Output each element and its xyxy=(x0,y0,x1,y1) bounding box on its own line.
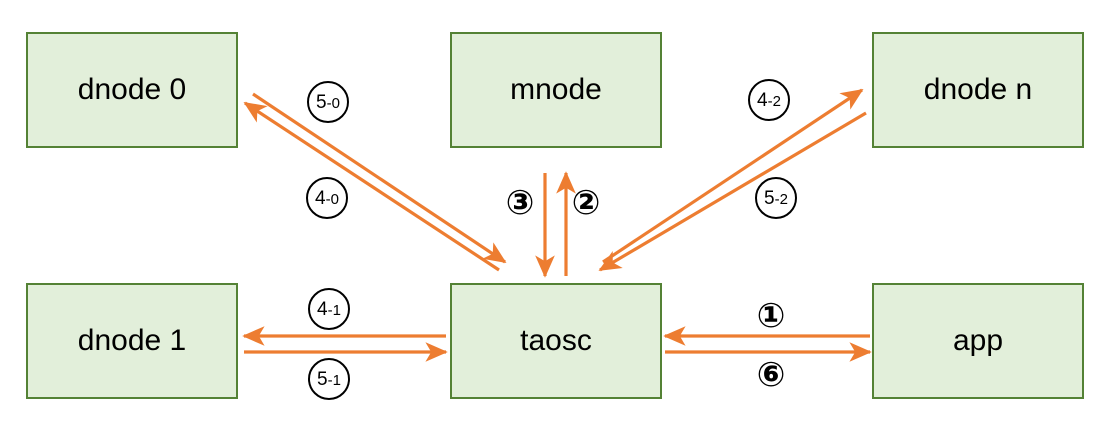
badge-main: 5 xyxy=(316,91,327,113)
node-mnode[interactable]: mnode xyxy=(450,32,662,148)
step-badge-2: ② xyxy=(569,186,603,220)
badge-sub: -1 xyxy=(327,301,341,319)
node-label: dnode n xyxy=(923,73,1033,106)
badge-sub: -2 xyxy=(767,92,781,110)
badge-sub: -0 xyxy=(325,190,339,208)
node-dnoden[interactable]: dnode n xyxy=(872,32,1084,148)
badge-main: ② xyxy=(571,183,601,223)
node-taosc[interactable]: taosc xyxy=(450,283,662,399)
badge-main: 4 xyxy=(315,187,326,209)
badge-main: 4 xyxy=(757,89,768,111)
step-badge-4-2: 4-2 xyxy=(748,79,790,121)
step-badge-5-2: 5-2 xyxy=(755,177,797,219)
step-badge-1: ① xyxy=(754,299,788,333)
node-app[interactable]: app xyxy=(872,283,1084,399)
badge-main: 5 xyxy=(764,187,775,209)
node-label: mnode xyxy=(510,73,602,106)
badge-main: ① xyxy=(756,296,786,336)
node-label: taosc xyxy=(520,324,592,357)
step-badge-5-1: 5-1 xyxy=(308,358,350,400)
node-dnode0[interactable]: dnode 0 xyxy=(26,32,238,148)
badge-sub: -1 xyxy=(327,371,341,389)
badge-main: ⑥ xyxy=(756,355,786,395)
node-dnode1[interactable]: dnode 1 xyxy=(26,283,238,399)
badge-sub: -0 xyxy=(326,94,340,112)
step-badge-5-0: 5-0 xyxy=(307,81,349,123)
node-label: dnode 0 xyxy=(77,73,187,106)
step-badge-6: ⑥ xyxy=(754,358,788,392)
badge-main: ③ xyxy=(505,183,535,223)
badge-main: 4 xyxy=(317,298,328,320)
step-badge-4-0: 4-0 xyxy=(306,177,348,219)
badge-sub: -2 xyxy=(774,190,788,208)
step-badge-4-1: 4-1 xyxy=(308,288,350,330)
node-label: app xyxy=(952,324,1004,357)
step-badge-3: ③ xyxy=(503,186,537,220)
node-label: dnode 1 xyxy=(77,324,187,357)
badge-main: 5 xyxy=(317,368,328,390)
